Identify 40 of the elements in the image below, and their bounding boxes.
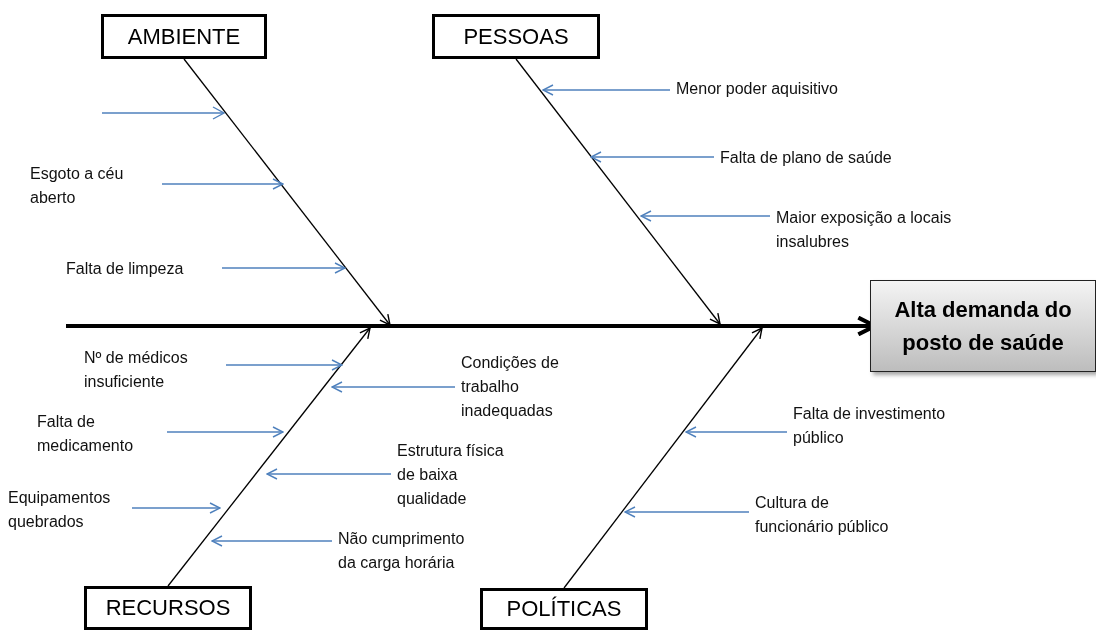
cause-text: Esgoto a céu aberto	[30, 162, 156, 210]
cause-text: Nº de médicos insuficiente	[84, 346, 220, 394]
cause-arrow	[225, 359, 343, 371]
category-label: RECURSOS	[105, 595, 231, 621]
category-label: PESSOAS	[463, 23, 569, 50]
bone-arrow	[183, 58, 391, 326]
cause-text: Menor poder aquisitivo	[676, 77, 896, 101]
cause-text: Não cumprimento da carga horária	[338, 527, 478, 575]
category-box	[480, 588, 648, 630]
effect-box	[870, 280, 1096, 372]
cause-text: Estrutura física de baixa qualidade	[397, 439, 513, 511]
cause-arrow	[685, 426, 788, 438]
category-box	[432, 14, 600, 59]
cause-arrow	[131, 502, 221, 514]
cause-text: Falta de medicamento	[37, 410, 161, 458]
cause-arrow	[542, 84, 671, 96]
cause-text: Equipamentos quebrados	[8, 486, 126, 534]
bone-arrow	[563, 327, 763, 589]
cause-arrow	[640, 210, 771, 222]
cause-arrow	[331, 381, 456, 393]
cause-arrow	[266, 468, 392, 480]
cause-text: Falta de limpeza	[66, 257, 216, 281]
cause-text: Condições de trabalho inadequadas	[461, 351, 586, 423]
cause-text: Cultura de funcionário público	[755, 491, 905, 539]
cause-arrow	[221, 262, 346, 274]
cause-arrow	[624, 506, 750, 518]
cause-arrow	[161, 178, 284, 190]
bone-arrow	[515, 58, 721, 325]
cause-text: Falta de investimento público	[793, 402, 978, 450]
cause-text: Maior exposição a locais insalubres	[776, 206, 1006, 254]
cause-arrow	[211, 535, 333, 547]
effect-label: Alta demanda do posto de saúde	[893, 296, 1073, 357]
bone-arrow	[167, 327, 371, 587]
category-label: AMBIENTE	[127, 23, 241, 50]
cause-arrow	[166, 426, 284, 438]
cause-text: Falta de plano de saúde	[720, 146, 940, 170]
cause-arrow	[590, 151, 715, 163]
category-label: POLÍTICAS	[506, 596, 622, 622]
category-box	[84, 586, 252, 630]
category-box	[101, 14, 267, 59]
